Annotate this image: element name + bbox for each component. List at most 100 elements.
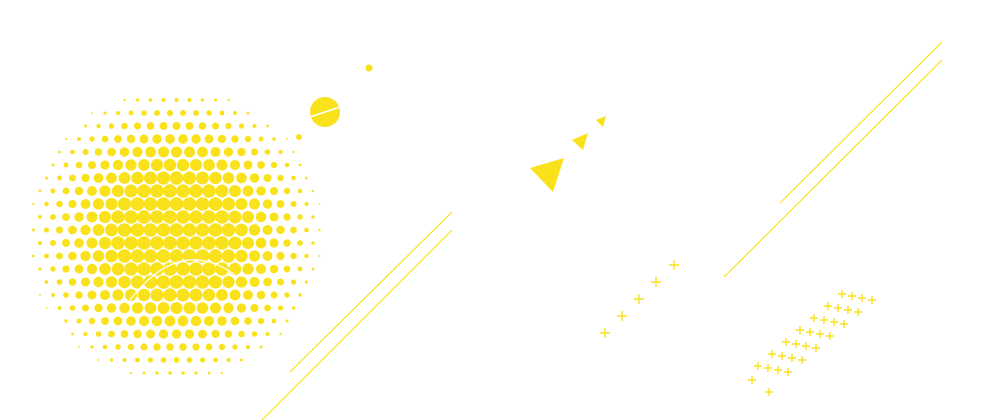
halftone-dot	[159, 122, 168, 130]
halftone-dot	[150, 184, 164, 198]
plus-sign	[834, 304, 842, 312]
halftone-dot	[189, 262, 203, 276]
halftone-dot	[75, 291, 83, 299]
halftone-dot	[131, 171, 144, 185]
diagonal-line	[289, 211, 453, 373]
halftone-dot	[318, 254, 321, 258]
halftone-dot	[216, 289, 228, 301]
halftone-dot	[238, 123, 245, 129]
plus-sign	[617, 311, 627, 321]
halftone-dot-circle	[32, 97, 321, 375]
halftone-dot	[130, 275, 145, 289]
halftone-dot	[99, 289, 111, 301]
halftone-dot	[139, 134, 149, 144]
halftone-dot	[93, 173, 104, 183]
halftone-dot	[166, 343, 174, 351]
halftone-dot	[217, 316, 227, 326]
halftone-dot	[213, 357, 218, 363]
halftone-dot	[62, 213, 70, 221]
halftone-dot	[109, 358, 114, 362]
halftone-dot	[286, 138, 288, 140]
halftone-dot	[199, 357, 206, 363]
plus-sign	[669, 260, 679, 270]
halftone-dot	[168, 371, 172, 375]
halftone-dot	[276, 225, 285, 235]
halftone-dot	[182, 275, 197, 289]
halftone-dot	[38, 267, 42, 271]
halftone-dot	[241, 236, 255, 250]
plus-sign	[812, 344, 820, 352]
halftone-dot	[290, 226, 297, 234]
halftone-dot	[202, 236, 216, 250]
halftone-dot	[221, 223, 236, 237]
halftone-dot	[101, 317, 109, 325]
halftone-dot	[172, 121, 181, 131]
halftone-dot	[105, 249, 118, 263]
halftone-dot	[318, 228, 321, 232]
plus-sign	[748, 376, 756, 384]
halftone-dot	[195, 197, 210, 211]
halftone-dot	[176, 158, 190, 172]
halftone-dot	[222, 275, 235, 289]
halftone-dot	[190, 315, 202, 327]
halftone-dot	[228, 210, 242, 224]
halftone-dot	[255, 263, 267, 275]
halftone-dot	[68, 225, 77, 235]
halftone-dot	[74, 264, 84, 274]
diagonal-line	[779, 41, 943, 204]
halftone-dot	[76, 318, 82, 324]
halftone-dot	[156, 223, 171, 237]
halftone-dot	[111, 236, 125, 250]
halftone-dot	[91, 112, 93, 114]
halftone-dot	[176, 288, 190, 302]
halftone-dot	[111, 262, 125, 276]
halftone-dot	[50, 188, 56, 194]
halftone-dot	[102, 344, 108, 350]
halftone-dot	[121, 122, 128, 130]
halftone-dot	[156, 249, 171, 263]
halftone-dot	[151, 315, 163, 327]
halftone-dot	[150, 158, 164, 172]
halftone-dot	[131, 302, 144, 314]
halftone-dot	[249, 198, 260, 210]
halftone-dot	[265, 332, 270, 336]
halftone-dot	[174, 97, 179, 103]
halftone-dot	[255, 211, 267, 223]
halftone-dot	[69, 174, 76, 182]
halftone-dot	[99, 185, 111, 197]
halftone-dot	[311, 189, 315, 193]
halftone-dot	[251, 331, 258, 337]
halftone-dot	[169, 223, 184, 237]
halftone-dot	[130, 249, 145, 263]
halftone-dot	[126, 134, 136, 144]
halftone-dot	[177, 315, 189, 327]
halftone-dot	[64, 137, 68, 141]
halftone-dot	[215, 210, 229, 224]
halftone-dot	[243, 160, 253, 170]
halftone-dot	[141, 110, 147, 116]
halftone-dot	[93, 276, 104, 288]
halftone-dot	[195, 275, 210, 289]
halftone-dot	[124, 262, 138, 276]
halftone-dot	[207, 371, 211, 375]
halftone-dot	[229, 185, 241, 197]
halftone-dot	[269, 238, 279, 248]
halftone-dot	[150, 262, 164, 276]
plus-sign	[778, 352, 786, 360]
halftone-dot	[74, 212, 84, 222]
halftone-dot	[77, 137, 81, 141]
halftone-dot	[44, 176, 49, 180]
halftone-dot	[80, 224, 91, 236]
plus-sign	[806, 328, 814, 336]
halftone-dot	[209, 302, 222, 314]
halftone-dot	[45, 307, 48, 309]
halftone-dot	[202, 262, 216, 276]
halftone-dot	[262, 224, 273, 236]
plus-sign	[848, 292, 856, 300]
halftone-dot	[103, 111, 107, 115]
halftone-dot	[297, 266, 303, 272]
halftone-dot	[95, 331, 102, 337]
halftone-dot	[283, 187, 291, 195]
halftone-dot	[49, 239, 57, 247]
